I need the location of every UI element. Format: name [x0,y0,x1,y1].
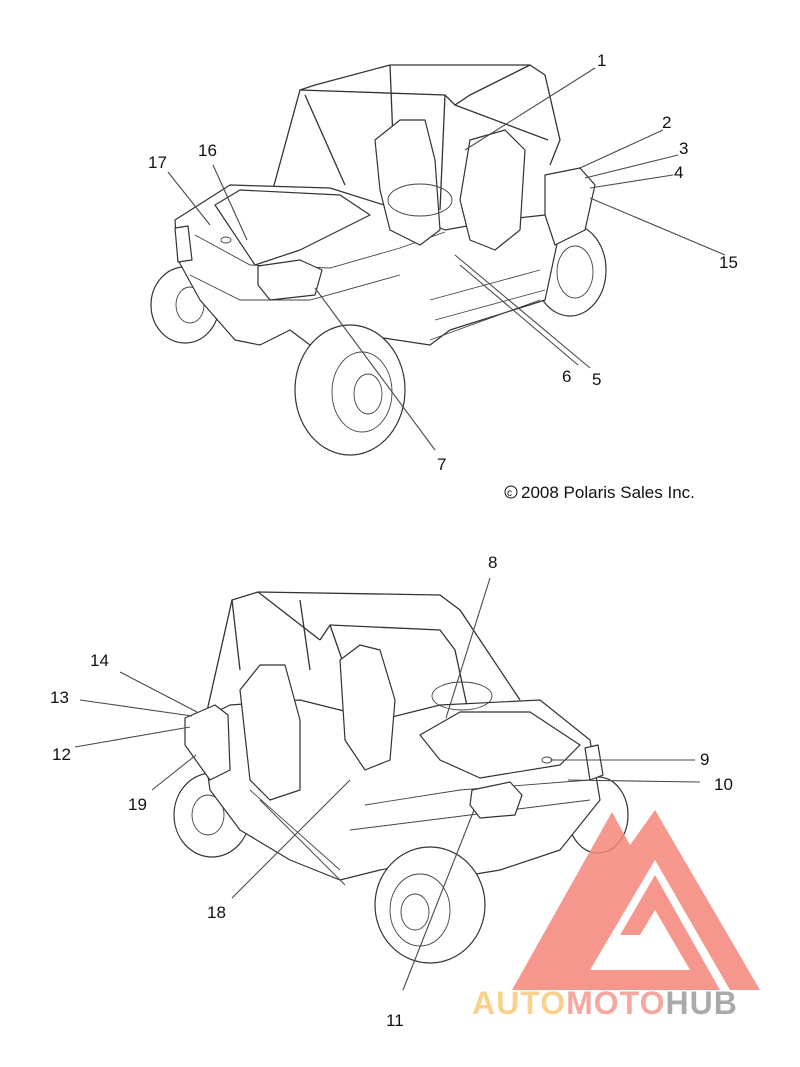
watermark-text-auto: AUTO [472,985,566,1021]
watermark-logo: AUTOMOTOHUB [472,810,760,1021]
callout-16: 16 [198,141,217,160]
watermark-triangle-icon [512,810,760,990]
callout-4: 4 [674,163,683,182]
callout-18: 18 [207,903,226,922]
callout-14: 14 [90,651,109,670]
watermark-text-moto: MOTO [566,985,665,1021]
callout-12: 12 [52,745,71,764]
top-vehicle-drawing [150,64,607,456]
callout-6: 6 [562,367,571,386]
callout-17: 17 [148,153,167,172]
top-leader-lines [167,67,726,451]
callout-2: 2 [662,113,671,132]
callout-5: 5 [592,370,601,389]
callout-8: 8 [488,553,497,572]
callout-3: 3 [679,139,688,158]
callout-13: 13 [50,688,69,707]
svg-text:AUTOMOTOHUB: AUTOMOTOHUB [472,985,738,1021]
bottom-vehicle-drawing [173,591,629,964]
copyright-text: 2008 Polaris Sales Inc. [521,483,695,502]
watermark-text-hub: HUB [665,985,737,1021]
callout-15: 15 [719,253,738,272]
callout-11: 11 [386,1011,404,1030]
copyright-notice: c 2008 Polaris Sales Inc. [504,483,695,502]
callout-1: 1 [597,51,606,70]
bottom-leader-lines [74,577,701,991]
callout-19: 19 [128,795,147,814]
callout-9: 9 [700,750,709,769]
callout-7: 7 [437,455,446,474]
callout-10: 10 [714,775,733,794]
copyright-symbol: c [507,488,512,499]
